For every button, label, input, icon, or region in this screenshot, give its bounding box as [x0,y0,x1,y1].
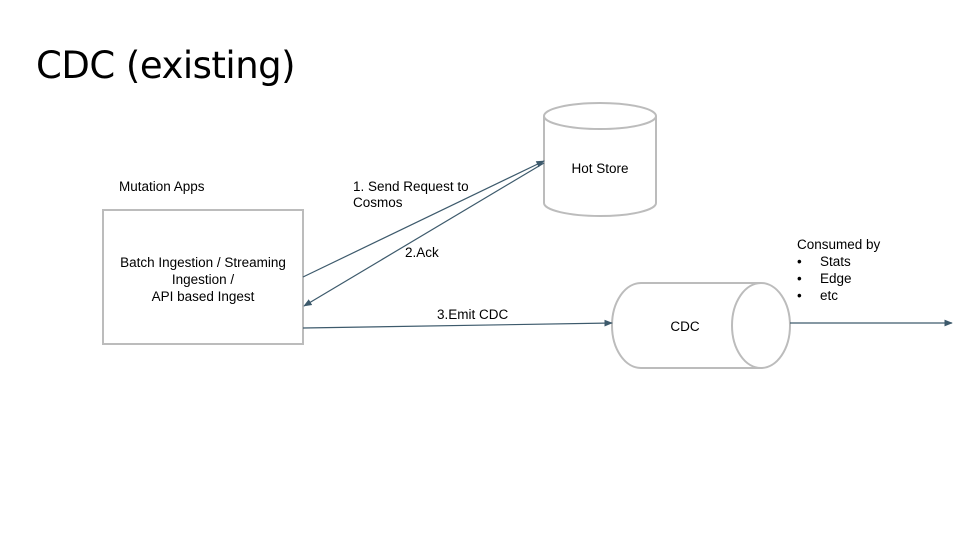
slide-title: CDC (existing) [36,44,296,87]
box-line: Ingestion / [171,272,235,287]
hot-store-cylinder [543,102,657,217]
mutation-apps-box-text: Batch Ingestion / Streaming Ingestion / … [104,254,302,305]
box-line: API based Ingest [151,289,255,304]
send-request-arrow [302,160,545,278]
mutation-apps-box [102,209,304,345]
ack-label: 2.Ack [405,245,439,260]
consumers-list: Consumed by Stats Edge etc [797,236,880,304]
cdc-cylinder [611,282,791,369]
edge-label-line: Cosmos [353,195,403,210]
hot-store-label: Hot Store [571,161,629,176]
edge-label-line: 1. Send Request to [353,179,469,194]
send-request-label: 1. Send Request to Cosmos [353,179,469,211]
consumer-item: etc [797,287,880,304]
mutation-apps-label: Mutation Apps [119,179,205,194]
emit-cdc-label: 3.Emit CDC [437,307,509,322]
cdc-label: CDC [670,319,700,334]
ack-arrow [303,162,545,307]
consumer-item: Edge [797,270,880,287]
consumer-item: Stats [797,253,880,270]
box-line: Batch Ingestion / Streaming [120,255,286,270]
consumers-heading: Consumed by [797,237,881,252]
emit-cdc-arrow [302,319,613,329]
